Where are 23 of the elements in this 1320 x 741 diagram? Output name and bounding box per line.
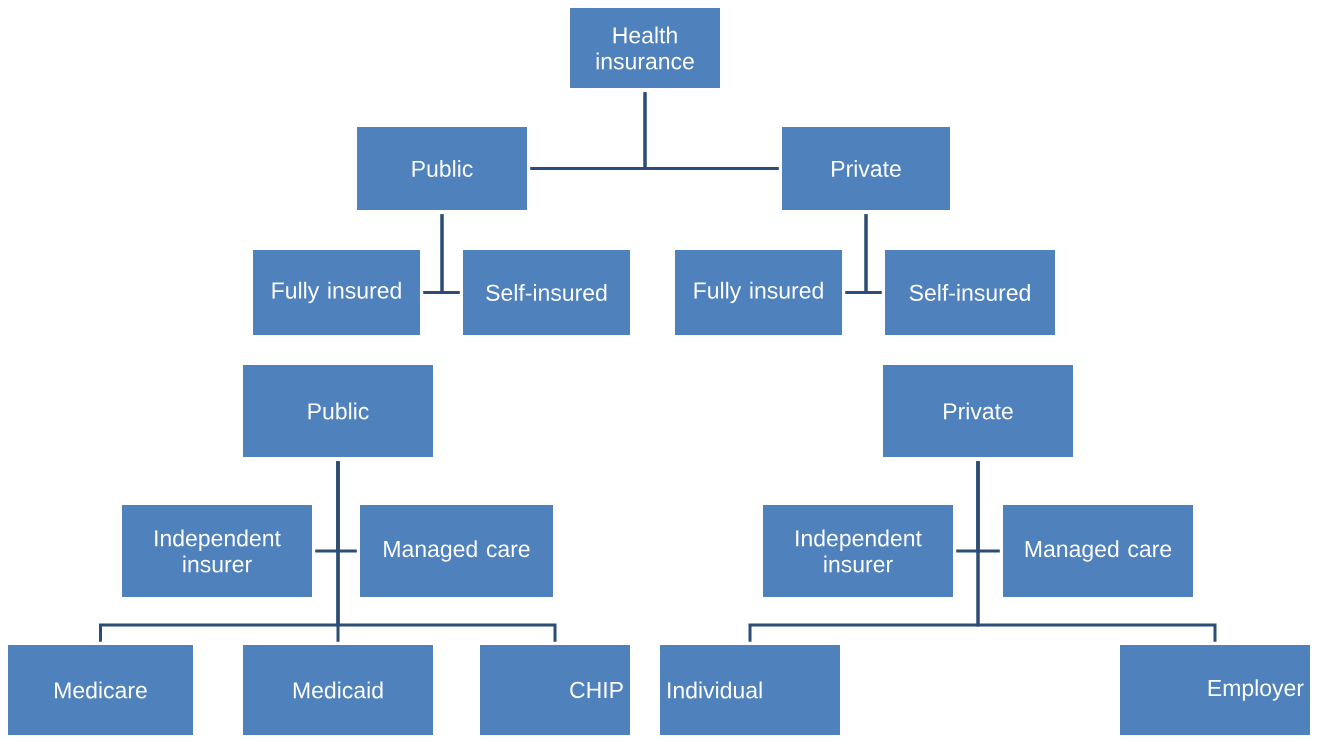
category-box: Managed care: [360, 505, 553, 597]
connector-line: [976, 461, 1217, 642]
category-box: Public: [357, 127, 527, 210]
category-box: Private: [782, 127, 950, 210]
connector-line: [643, 92, 779, 170]
category-box: Managed care: [1003, 505, 1193, 597]
category-box: Public: [243, 365, 433, 457]
connector-line: [864, 214, 882, 294]
category-box: Medicare: [8, 645, 193, 735]
category-box: Medicaid: [243, 645, 433, 735]
category-box: Self-insured: [885, 250, 1055, 335]
category-box: Individual: [660, 645, 840, 735]
category-box: Independent insurer: [763, 505, 953, 597]
category-box: Fully insured: [253, 250, 420, 335]
category-box: CHIP: [480, 645, 630, 735]
category-box: Health insurance: [570, 8, 720, 88]
category-box: Private: [883, 365, 1073, 457]
connector-line: [336, 461, 557, 642]
category-box: Independent insurer: [122, 505, 312, 597]
category-box: Fully insured: [675, 250, 842, 335]
category-box: Self-insured: [463, 250, 630, 335]
category-box: Employer: [1120, 645, 1310, 735]
connector-line: [440, 214, 460, 294]
